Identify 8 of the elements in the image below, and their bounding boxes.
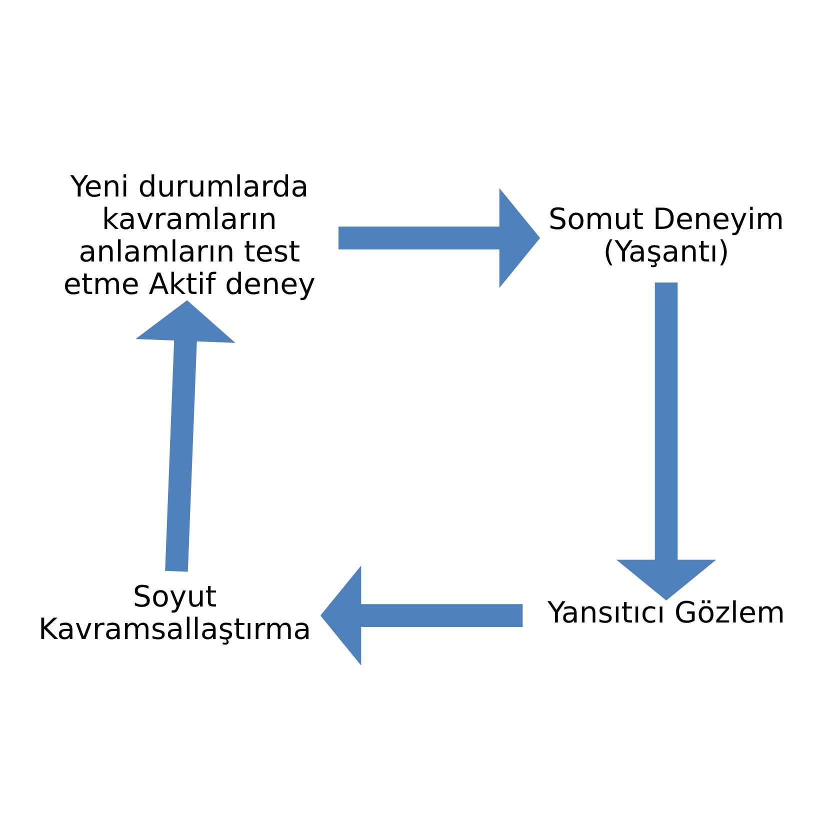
node-text: Yeni durumlarda kavramların anlamların test etme Aktif deney [63, 168, 316, 300]
node-text: Yansıtıcı Gözlem [548, 595, 786, 630]
arrow [320, 565, 523, 665]
arrow [338, 188, 540, 288]
node-text: Somut Deneyim (Yaşantı) [548, 201, 784, 268]
node-text: Soyut Kavramsallaştırma [38, 578, 312, 646]
arrow [136, 300, 236, 572]
arrow [616, 282, 716, 600]
